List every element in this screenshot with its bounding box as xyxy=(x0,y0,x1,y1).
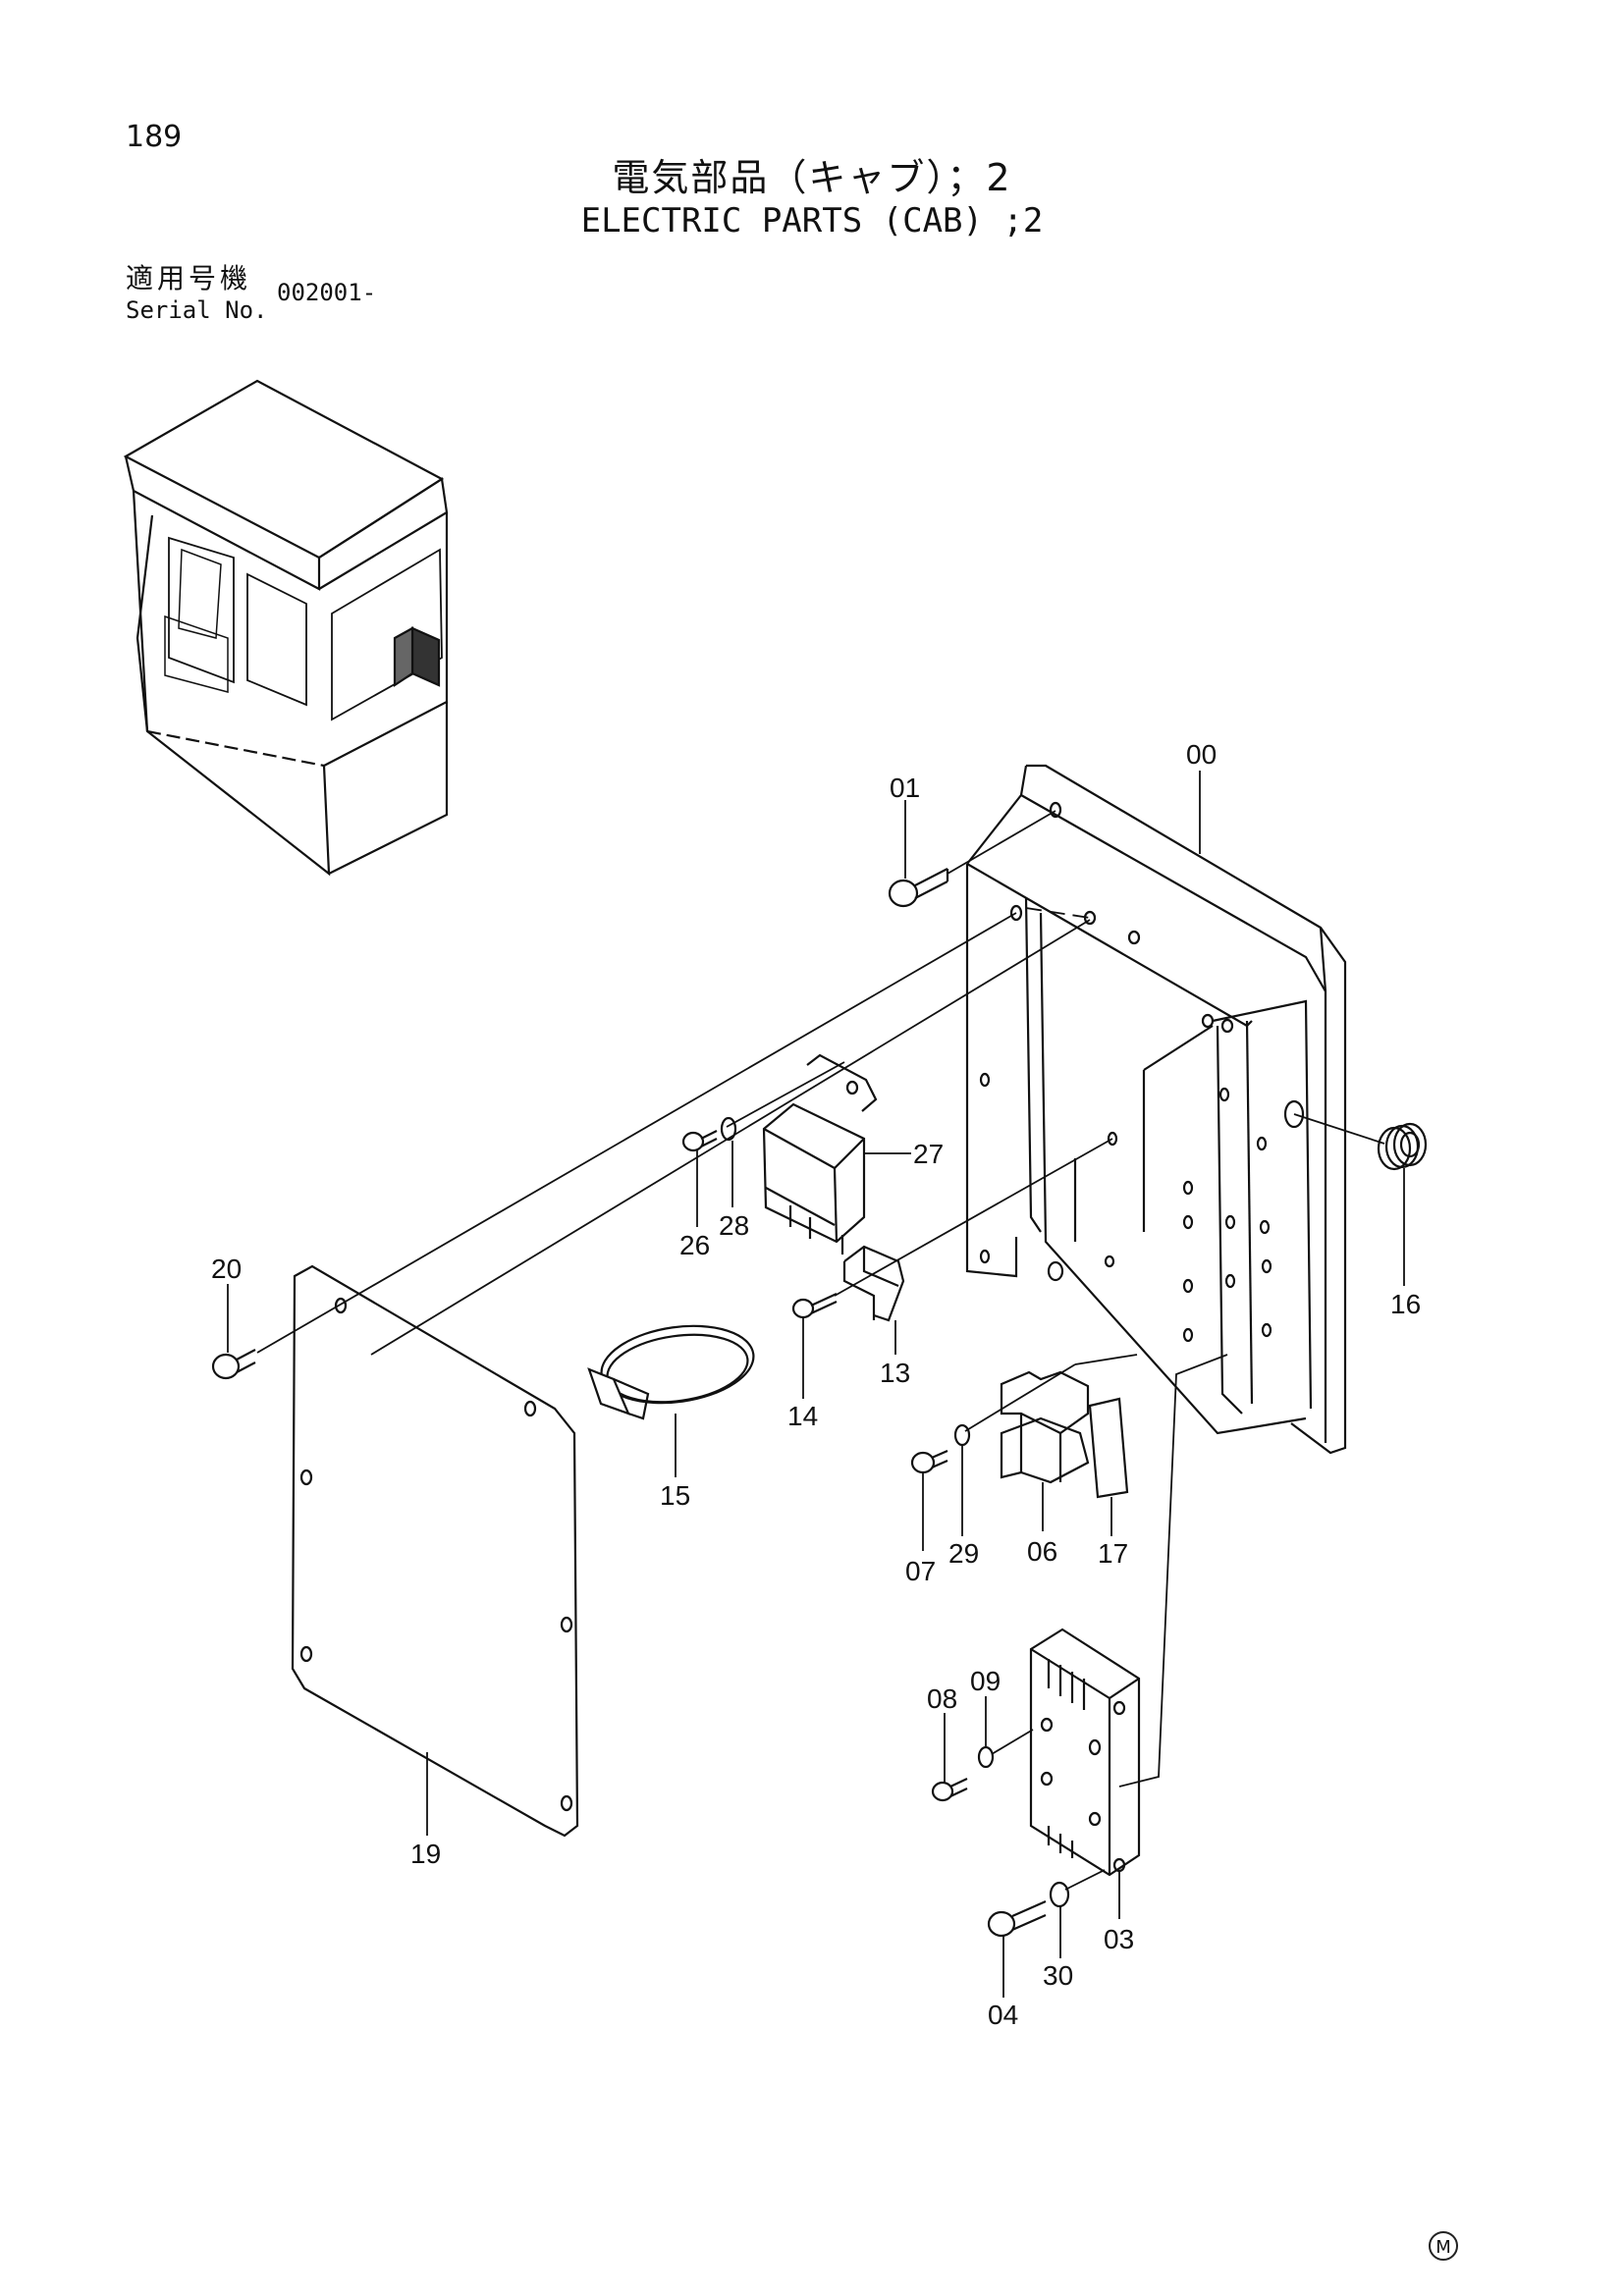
screw-part-07 xyxy=(910,1449,948,1474)
serial-label-jp: 適用号機 xyxy=(126,262,252,294)
callout-16: 16 xyxy=(1390,1289,1421,1319)
washer-part-09 xyxy=(977,1745,995,1769)
callout-04: 04 xyxy=(988,2000,1018,2030)
grommet-part-16 xyxy=(1377,1122,1428,1171)
callout-06: 06 xyxy=(1027,1536,1057,1567)
screw-part-26 xyxy=(681,1130,718,1152)
bracket-part-13 xyxy=(842,1245,905,1322)
callout-19: 19 xyxy=(410,1839,441,1869)
label-part-17 xyxy=(1088,1397,1129,1499)
serial-label-en: Serial No. xyxy=(126,296,268,324)
callout-15: 15 xyxy=(660,1480,690,1511)
callout-17: 17 xyxy=(1098,1538,1128,1569)
serial-value: 002001- xyxy=(277,279,377,306)
callout-08: 08 xyxy=(927,1683,957,1714)
washer-part-28 xyxy=(720,1116,737,1142)
screw-part-01 xyxy=(888,868,949,908)
callout-03: 03 xyxy=(1104,1924,1134,1954)
callout-20: 20 xyxy=(211,1254,242,1284)
relay-part-27 xyxy=(762,1053,878,1255)
relay-block-part-03 xyxy=(1029,1628,1141,1877)
leader-lines xyxy=(227,771,1405,1998)
cab-overview-illustration xyxy=(123,379,449,877)
callout-26: 26 xyxy=(679,1230,710,1260)
fuse-holder-part-06 xyxy=(1000,1370,1090,1484)
callout-30: 30 xyxy=(1043,1960,1073,1991)
assembly-lines xyxy=(256,810,1385,1891)
callout-27: 27 xyxy=(913,1139,944,1169)
page-title-jp: 電気部品（キャブ）；2 xyxy=(612,156,1012,199)
callout-01: 01 xyxy=(890,773,920,803)
callout-09: 09 xyxy=(970,1666,1001,1696)
callout-28: 28 xyxy=(719,1210,749,1241)
cover-plate-part-19 xyxy=(291,1264,579,1838)
callout-labels: 00 01 20 27 26 28 16 13 14 15 07 29 06 1… xyxy=(211,739,1421,2030)
callout-13: 13 xyxy=(880,1358,910,1388)
washer-part-30 xyxy=(1049,1881,1070,1908)
band-part-15 xyxy=(587,1324,755,1420)
screw-part-20 xyxy=(211,1349,256,1380)
screw-part-04 xyxy=(987,1899,1047,1938)
screw-part-14 xyxy=(791,1293,838,1319)
screw-part-08 xyxy=(931,1778,968,1802)
page-title-en: ELECTRIC PARTS (CAB) ;2 xyxy=(580,201,1044,240)
callout-29: 29 xyxy=(948,1538,979,1569)
electric-box-part-00 xyxy=(965,764,1347,1455)
callout-14: 14 xyxy=(787,1401,818,1431)
callout-07: 07 xyxy=(905,1556,936,1586)
callout-00: 00 xyxy=(1186,739,1217,770)
page-number: 189 xyxy=(126,120,183,154)
manufacturer-mark: M xyxy=(1429,2231,1458,2261)
washer-part-29 xyxy=(953,1423,971,1447)
